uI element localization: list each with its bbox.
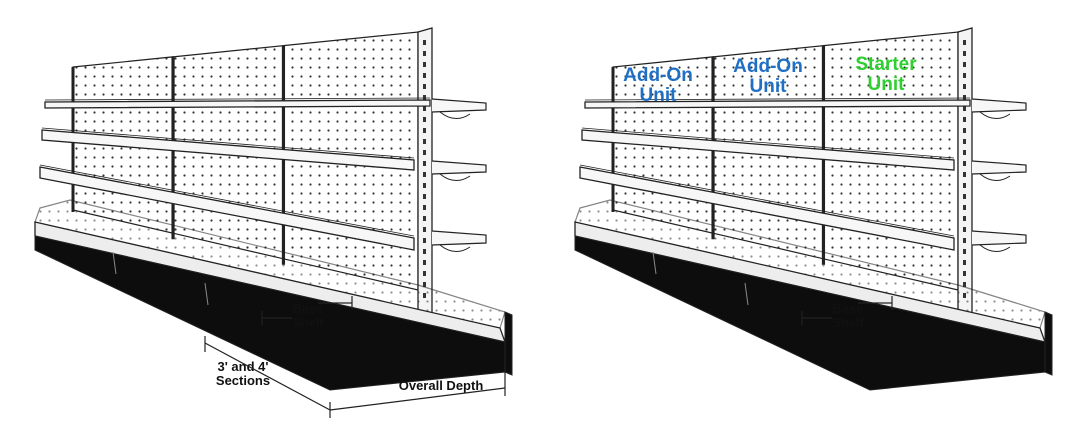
shelf-edge [584, 97, 971, 101]
shelf-edge [39, 164, 415, 237]
shelf-bracket [439, 244, 471, 252]
upright-slot [423, 194, 426, 199]
shelf-edge [44, 97, 431, 101]
base-end-cap [504, 311, 513, 376]
gondola-shelving-drawing [34, 27, 513, 391]
base-shelf-label: Base Shelf [832, 301, 864, 330]
base-divider [204, 282, 209, 306]
rear-shelf [971, 98, 1027, 113]
shelf-bracket [979, 244, 1011, 252]
upright-slot [963, 227, 966, 232]
upright-slot [423, 117, 426, 122]
upright-slot [963, 106, 966, 111]
starter-unit-label: Starter Unit [855, 54, 917, 95]
upright-slot [963, 271, 966, 276]
upright-slot [423, 73, 426, 78]
shelf-edge [579, 164, 955, 237]
gondola-shelving-drawing [574, 27, 1053, 391]
upright-slot [423, 51, 426, 56]
upright-slot [423, 238, 426, 243]
shelf [39, 166, 415, 251]
shelf [581, 129, 955, 171]
right-shelving-diagram: Add-On Unit Add-On Unit Starter Unit Bas… [540, 0, 1080, 436]
rear-shelf [971, 160, 1027, 175]
upright-slot [963, 95, 966, 100]
shelf-bracket [439, 173, 471, 181]
rear-shelf [971, 230, 1027, 246]
base-shelf-label: Base Shelf [292, 301, 324, 330]
base-kick-plate [574, 235, 1046, 391]
upright-slot [423, 62, 426, 67]
add-on-unit-label-2: Add-On Unit [733, 56, 803, 97]
upright-slot [423, 128, 426, 133]
upright-slot [423, 282, 426, 287]
upright-slot [963, 194, 966, 199]
upright-slot [423, 95, 426, 100]
upright-slot [423, 172, 426, 177]
shelf-edge [581, 127, 955, 159]
upright-slot [423, 271, 426, 276]
upright-slot [423, 227, 426, 232]
upright-slot [963, 84, 966, 89]
upright-slot [963, 128, 966, 133]
base-kick-plate [34, 235, 506, 391]
upright-slot [423, 205, 426, 210]
upright-slot [423, 150, 426, 155]
shelf-edge [41, 127, 415, 159]
add-on-unit-label-1: Add-On Unit [623, 65, 693, 106]
upright-slot [963, 51, 966, 56]
base-divider [744, 282, 749, 306]
upright-slot [963, 150, 966, 155]
left-shelving-diagram: Base Shelf 3' and 4' Sections Overall De… [34, 27, 513, 418]
upright-slot [423, 183, 426, 188]
upright-slot [963, 205, 966, 210]
upright-slot [963, 161, 966, 166]
upright-slot [963, 183, 966, 188]
shelf [584, 99, 971, 109]
upright-slot [963, 238, 966, 243]
shelf-bracket [979, 173, 1011, 181]
rear-shelf [431, 98, 487, 113]
upright-slot [963, 260, 966, 265]
shelf [44, 99, 431, 109]
shelf-bracket [979, 111, 1011, 119]
upright-slot [963, 40, 966, 45]
upright-slot [423, 139, 426, 144]
upright-slot [423, 40, 426, 45]
overall-depth-label: Overall Depth [398, 378, 484, 393]
upright-slot [423, 161, 426, 166]
upright-slot [963, 117, 966, 122]
upright-slot [423, 260, 426, 265]
upright-slot [423, 106, 426, 111]
base-divider [112, 251, 117, 275]
shelf-bracket [439, 111, 471, 119]
upright-slot [963, 282, 966, 287]
upright-slot [963, 73, 966, 78]
rear-shelf [431, 230, 487, 246]
upright-slot [963, 139, 966, 144]
base-end-cap [1044, 311, 1053, 376]
upright-slot [423, 216, 426, 221]
base-divider [652, 251, 657, 275]
upright-slot [963, 62, 966, 67]
shelf [41, 129, 415, 171]
upright-slot [963, 172, 966, 177]
upright-slot [963, 216, 966, 221]
upright-slot [963, 249, 966, 254]
rear-shelf [431, 160, 487, 175]
upright-slot [423, 84, 426, 89]
shelf [579, 166, 955, 251]
upright-slot [423, 249, 426, 254]
sections-label: 3' and 4' Sections [215, 359, 271, 388]
